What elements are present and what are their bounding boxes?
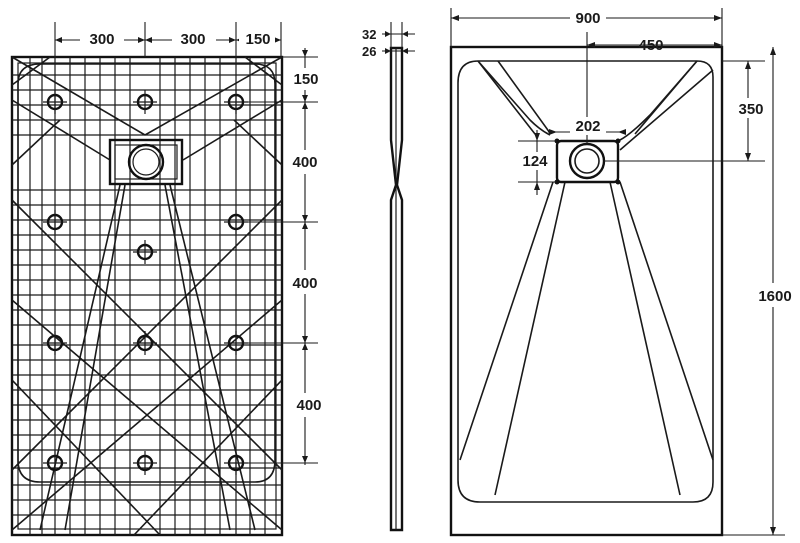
dim-spacing-1: 300 — [89, 31, 114, 48]
underside-top-dimensions: 300 300 150 — [54, 22, 282, 57]
support-foot-crosshair — [133, 451, 157, 475]
dim-top-drain-y: 350 — [738, 101, 763, 118]
side-profile-shape — [389, 46, 404, 532]
underside-tray-outline — [17, 63, 276, 483]
dim-spacing-2: 300 — [180, 31, 205, 48]
dim-side-26: 26 — [362, 44, 376, 59]
dim-right-400-a: 400 — [292, 154, 317, 171]
dim-top-length: 1600 — [758, 288, 791, 305]
support-foot-crosshair — [133, 90, 157, 114]
support-foot-crosshair — [43, 331, 67, 355]
dim-side-32: 32 — [362, 27, 376, 42]
top-view-slope-ribs — [459, 60, 714, 496]
underside-right-dimensions: 150 400 400 400 — [234, 48, 324, 465]
top-view-tray-basin — [457, 60, 714, 503]
underside-drain-block — [108, 138, 184, 186]
support-foot-crosshair — [43, 210, 67, 234]
dim-right-400-c: 400 — [296, 397, 321, 414]
dim-right-150: 150 — [293, 71, 318, 88]
underside-view: 300 300 150 150 400 400 400 — [10, 22, 324, 537]
side-profile-view: 32 26 — [362, 22, 415, 532]
underside-outer-frame — [10, 55, 284, 537]
support-foot-crosshair — [133, 331, 157, 355]
dim-top-drain-x: 450 — [638, 37, 663, 54]
dim-right-400-b: 400 — [292, 275, 317, 292]
support-foot-crosshair — [43, 90, 67, 114]
dim-top-width: 900 — [575, 10, 600, 27]
support-foot-crosshair — [43, 451, 67, 475]
dim-top-drain-width: 202 — [575, 118, 600, 135]
top-view: 900 450 350 202 124 1600 — [449, 8, 796, 537]
support-foot-crosshair — [133, 240, 157, 264]
dim-top-drain-height: 124 — [522, 153, 548, 170]
dim-spacing-3: 150 — [245, 31, 270, 48]
underside-diagonal-ribs — [11, 56, 283, 536]
